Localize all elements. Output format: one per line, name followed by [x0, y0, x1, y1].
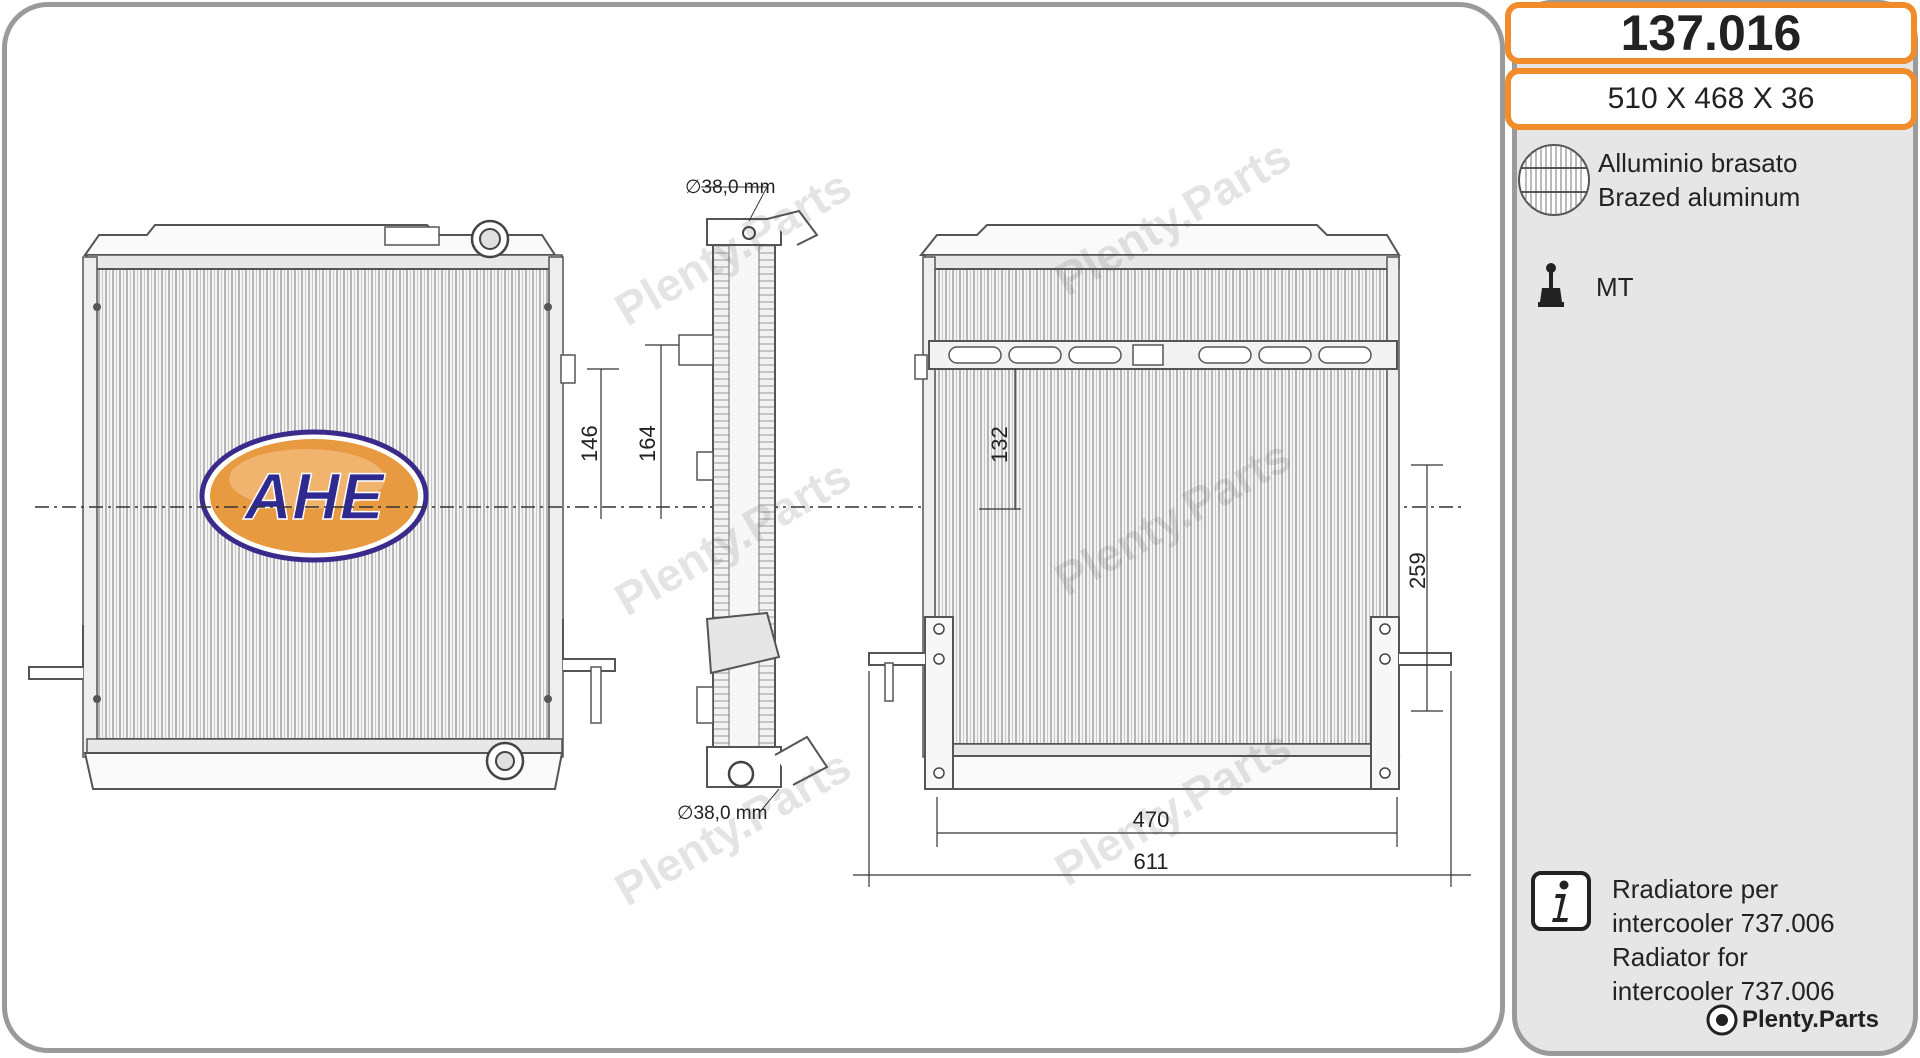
note-line-1: Rradiatore per: [1612, 874, 1779, 904]
dimension-132: 132: [979, 369, 1021, 510]
ahe-logo: AHE: [199, 429, 429, 563]
note-line-2: intercooler 737.006: [1612, 908, 1835, 938]
note-line-4: intercooler 737.006: [1612, 976, 1835, 1006]
pipe-top-label: ∅38,0 mm: [685, 177, 775, 198]
dimension-259: 259: [1405, 464, 1443, 712]
material-it: Alluminio brasato: [1598, 148, 1798, 178]
logo-text: AHE: [242, 459, 385, 533]
dimension-470: 470: [936, 797, 1398, 847]
info-icon: [1531, 871, 1591, 931]
rear-view: [868, 224, 1452, 790]
transmission-label: MT: [1596, 272, 1634, 302]
svg-text:611: 611: [1133, 849, 1168, 874]
material-icon: [1518, 144, 1590, 216]
note-line-3: Radiator for: [1612, 942, 1748, 972]
footer-text: Plenty.Parts: [1742, 1006, 1879, 1033]
svg-text:470: 470: [1133, 807, 1170, 832]
dimension-164: 164: [635, 344, 679, 519]
pipe-bottom-label: ∅38,0 mm: [677, 803, 767, 824]
part-dimensions: 510 X 468 X 36: [1505, 68, 1917, 130]
front-view: AHE: [28, 219, 616, 790]
svg-text:146: 146: [577, 425, 602, 462]
plenty-logo-icon: [1706, 1004, 1738, 1036]
gear-shift-icon: [1538, 263, 1564, 307]
svg-text:259: 259: [1405, 552, 1430, 589]
dimension-611: 611: [853, 671, 1471, 887]
part-number: 137.016: [1505, 2, 1917, 64]
svg-text:132: 132: [987, 426, 1012, 463]
side-view: ∅38,0 mm ∅38,0 mm: [677, 177, 829, 824]
footer-watermark: Plenty.Parts: [1706, 1004, 1879, 1036]
material-en: Brazed aluminum: [1598, 182, 1801, 212]
technical-drawing: AHE 146 164: [28, 129, 1471, 916]
dimension-146: 146: [577, 368, 619, 519]
svg-text:164: 164: [635, 425, 660, 462]
drawing-panel: AHE 146 164: [2, 2, 1505, 1053]
